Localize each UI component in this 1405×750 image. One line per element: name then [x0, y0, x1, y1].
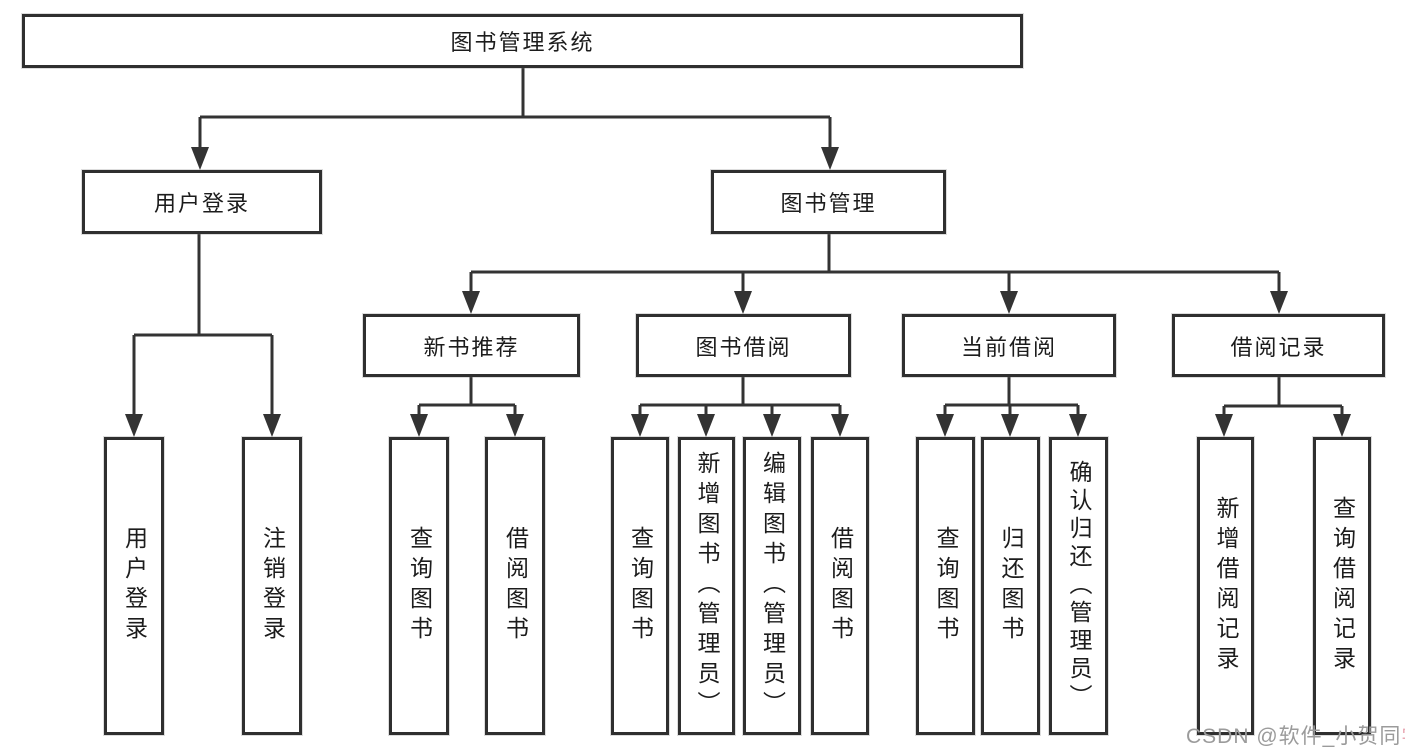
- leaf-borrow-books-recommend-label: 借阅图书: [502, 526, 529, 646]
- leaf-borrow-books-label: 借阅图书: [827, 526, 854, 646]
- node-user-login-label: 用户登录: [153, 191, 250, 216]
- leaf-query-books-current: 查询图书: [916, 437, 975, 735]
- node-user-login: 用户登录: [82, 170, 322, 234]
- node-borrow-records: 借阅记录: [1172, 314, 1385, 377]
- leaf-edit-books-admin-label: 编辑图书（管理员）: [759, 451, 786, 721]
- csdn-watermark-text: CSDN @软件_小贺同: [1186, 725, 1402, 748]
- leaf-query-borrow-record: 查询借阅记录: [1313, 437, 1371, 735]
- leaf-query-borrow-record-label: 查询借阅记录: [1329, 496, 1356, 676]
- leaf-edit-books-admin: 编辑图书（管理员）: [743, 437, 801, 735]
- leaf-add-books-admin: 新增图书（管理员）: [678, 437, 735, 735]
- leaf-borrow-books-recommend: 借阅图书: [485, 437, 545, 735]
- leaf-user-login: 用户登录: [104, 437, 164, 735]
- leaf-query-books-current-label: 查询图书: [933, 526, 959, 646]
- node-new-book-recommend: 新书推荐: [363, 314, 580, 377]
- leaf-add-borrow-record-label: 新增借阅记录: [1213, 496, 1239, 676]
- leaf-return-books: 归还图书: [981, 437, 1040, 735]
- node-book-management-label: 图书管理: [780, 191, 877, 216]
- node-borrow-records-label: 借阅记录: [1230, 334, 1327, 360]
- node-book-management: 图书管理: [711, 170, 946, 234]
- node-root-system: 图书管理系统: [22, 14, 1023, 68]
- arrowheads: [125, 147, 1351, 437]
- node-current-borrowing-label: 当前借阅: [960, 334, 1057, 360]
- leaf-borrow-books: 借阅图书: [811, 437, 869, 735]
- csdn-watermark-accent: 学: [1401, 725, 1405, 748]
- leaf-logout-label: 注销登录: [259, 526, 286, 646]
- node-current-borrowing: 当前借阅: [902, 314, 1116, 377]
- leaf-query-books-recommend: 查询图书: [389, 437, 449, 735]
- node-book-borrowing: 图书借阅: [636, 314, 851, 377]
- leaf-query-books-recommend-label: 查询图书: [406, 526, 433, 646]
- leaf-user-login-label: 用户登录: [121, 526, 148, 646]
- leaf-add-borrow-record: 新增借阅记录: [1197, 437, 1254, 735]
- leaf-query-books-borrow: 查询图书: [611, 437, 669, 735]
- node-book-borrowing-label: 图书借阅: [695, 334, 792, 360]
- csdn-watermark: CSDN @软件_小贺同学: [1186, 720, 1405, 750]
- leaf-add-books-admin-label: 新增图书（管理员）: [694, 451, 720, 721]
- node-root-label: 图书管理系统: [450, 30, 595, 55]
- node-new-book-recommend-label: 新书推荐: [423, 334, 520, 360]
- leaf-confirm-return-admin: 确认归还（管理员）: [1049, 437, 1108, 735]
- leaf-logout: 注销登录: [242, 437, 302, 735]
- leaf-confirm-return-admin-label: 确认归还（管理员）: [1066, 460, 1092, 712]
- leaf-query-books-borrow-label: 查询图书: [627, 526, 654, 646]
- leaf-return-books-label: 归还图书: [998, 526, 1024, 646]
